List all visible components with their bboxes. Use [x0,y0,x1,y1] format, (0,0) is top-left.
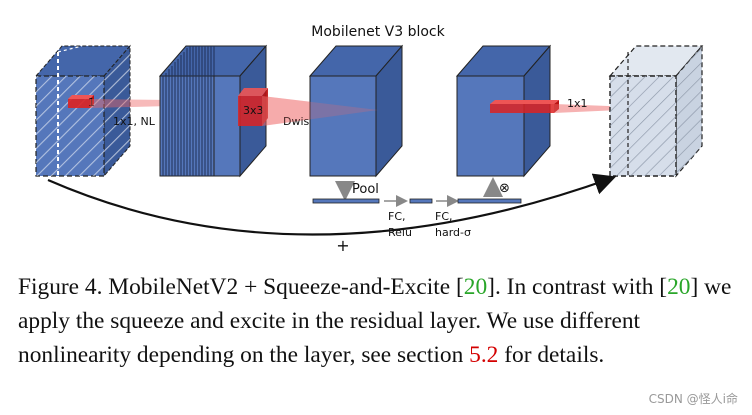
diagram-title: Mobilenet V3 block [311,24,445,40]
depthwise-kernel-label: 3x3 [243,104,264,117]
projection-kernel-label: 1x1 [567,97,588,110]
caption-part3: ] we apply the squeeze and excite in the… [18,274,732,368]
residual-add-label: + [336,236,349,255]
expansion-op-label: 1x1, NL [113,115,156,128]
section-ref-link[interactable]: 5.2 [469,342,499,368]
depthwise-projection-overlay [262,96,378,126]
input-block [34,44,132,178]
caption-prefix: Figure 4. MobileNetV2 + Squeeze-and-Exci… [18,274,464,300]
depthwise-kernel: 3x3 [238,88,268,126]
citation-link[interactable]: 20 [463,274,488,300]
input-kernel-label: 1 [88,96,95,109]
pooled-vector [312,198,380,204]
caption-part2: ]. In contrast with [ [487,274,668,300]
output-block [608,44,704,178]
citation-link[interactable]: 20 [667,274,691,300]
depthwise-output-block [308,44,404,178]
expansion-stack [158,44,268,178]
input-kernel: 1 [68,95,95,109]
expansion-projection [90,99,170,108]
projection-kernel [490,100,559,113]
caption-suffix: for details. [498,342,605,368]
fc1-vector [409,198,433,204]
fc1-label-line1: FC, [388,210,406,223]
figure-caption: Figure 4. MobileNetV2 + Squeeze-and-Exci… [18,270,738,372]
se-output-block [455,44,552,178]
multiply-icon: ⊗ [499,181,510,196]
excite-vector [457,198,522,204]
pool-label: Pool [352,182,379,197]
fc2-label-line2: hard-σ [435,226,471,239]
mobilenet-v3-block-diagram: Mobilenet V3 block 1 1x1, NL [34,24,704,255]
fc2-label-line1: FC, [435,210,453,223]
watermark: CSDN @怪人i命 [648,392,738,406]
residual-arrow [47,173,617,236]
